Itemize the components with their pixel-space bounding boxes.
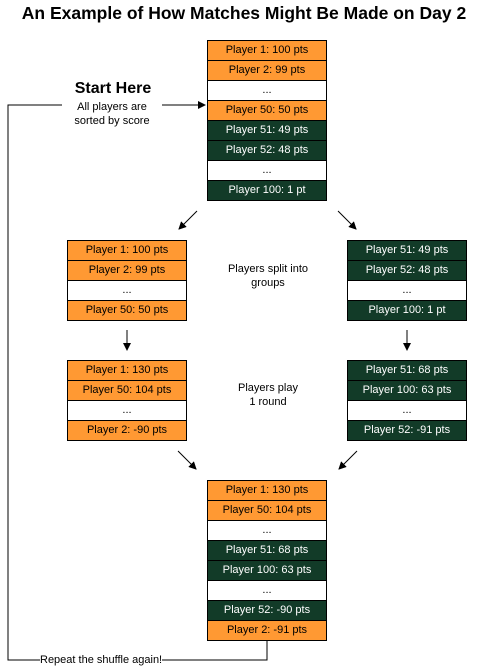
player-score-cell: Player 52: -91 pts xyxy=(347,420,467,441)
player-score-cell: Player 51: 68 pts xyxy=(347,360,467,381)
player-score-cell: Player 100: 1 pt xyxy=(347,300,467,321)
player-score-cell: Player 2: 99 pts xyxy=(67,260,187,281)
ellipsis-cell: ... xyxy=(207,580,327,601)
player-score-cell: Player 50: 50 pts xyxy=(67,300,187,321)
player-score-cell: Player 50: 50 pts xyxy=(207,100,327,121)
ellipsis-cell: ... xyxy=(207,80,327,101)
player-score-cell: Player 52: 48 pts xyxy=(347,260,467,281)
player-score-cell: Player 51: 49 pts xyxy=(207,120,327,141)
player-score-cell: Player 51: 68 pts xyxy=(207,540,327,561)
merge-arrow-left xyxy=(177,450,197,470)
play-round-label: Players play 1 round xyxy=(238,382,298,408)
diagram-title: An Example of How Matches Might Be Made … xyxy=(21,3,467,23)
player-score-cell: Player 50: 104 pts xyxy=(67,380,187,401)
ellipsis-cell: ... xyxy=(67,400,187,421)
ellipsis-cell: ... xyxy=(347,400,467,421)
ellipsis-cell: ... xyxy=(347,280,467,301)
split-arrow-left xyxy=(178,210,198,230)
ellipsis-cell: ... xyxy=(207,160,327,181)
ellipsis-cell: ... xyxy=(207,520,327,541)
player-score-cell: Player 2: -90 pts xyxy=(67,420,187,441)
player-score-cell: Player 52: 48 pts xyxy=(207,140,327,161)
player-score-cell: Player 100: 63 pts xyxy=(347,380,467,401)
start-here-label: Start Here xyxy=(74,80,152,97)
split-groups-label: Players split into groups xyxy=(227,263,309,289)
player-score-cell: Player 100: 1 pt xyxy=(207,180,327,201)
player-score-cell: Player 2: -91 pts xyxy=(207,620,327,641)
player-score-cell: Player 1: 100 pts xyxy=(207,40,327,61)
player-score-cell: Player 51: 49 pts xyxy=(347,240,467,261)
player-score-cell: Player 2: 99 pts xyxy=(207,60,327,81)
player-score-cell: Player 1: 130 pts xyxy=(207,480,327,501)
repeat-shuffle-label: Repeat the shuffle again! xyxy=(40,654,163,666)
player-score-cell: Player 52: -90 pts xyxy=(207,600,327,621)
player-score-cell: Player 1: 100 pts xyxy=(67,240,187,261)
player-score-cell: Player 50: 104 pts xyxy=(207,500,327,521)
player-score-cell: Player 1: 130 pts xyxy=(67,360,187,381)
split-arrow-right xyxy=(337,210,357,230)
merge-arrow-right xyxy=(338,450,358,470)
ellipsis-cell: ... xyxy=(67,280,187,301)
player-score-cell: Player 100: 63 pts xyxy=(207,560,327,581)
start-here-subtitle: All players are sorted by score xyxy=(62,100,162,128)
